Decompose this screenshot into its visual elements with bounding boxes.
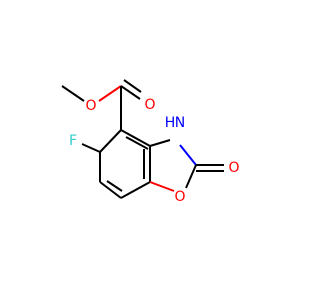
- bond-c4-c5: [99, 129, 122, 153]
- atom-o-ketone: O: [228, 160, 239, 176]
- atom-nh-h: H: [165, 115, 176, 131]
- bond-carbonyl-o-double-2: [123, 79, 142, 93]
- atom-nh-n: N: [175, 115, 185, 131]
- bond-c4-c3a-inner: [125, 136, 149, 150]
- bond-c7-c7a: [120, 181, 151, 199]
- bond-c5-f: [81, 143, 101, 153]
- bond-c4-c3a: [120, 129, 151, 147]
- atom-fluorine: F: [69, 133, 77, 149]
- bond-methyl-o: [61, 85, 85, 102]
- bond-n-c2: [179, 144, 197, 166]
- bond-c6-c7-inner: [106, 180, 123, 192]
- atom-o-carbonyl-ester: O: [144, 97, 155, 113]
- bond-carbonyl-o-double-1: [120, 85, 141, 100]
- bond-o-ring-c7a: [149, 181, 175, 192]
- molecule-structure-diagram: O O F H N O O: [61, 79, 240, 205]
- bond-o-carbonyl: [98, 85, 122, 102]
- bond-c2-o-ring: [185, 164, 197, 189]
- bond-c6-c7: [99, 181, 122, 199]
- bond-c3a-n: [149, 139, 171, 147]
- atom-o-ester: O: [85, 98, 96, 114]
- atom-o-ring: O: [174, 189, 185, 205]
